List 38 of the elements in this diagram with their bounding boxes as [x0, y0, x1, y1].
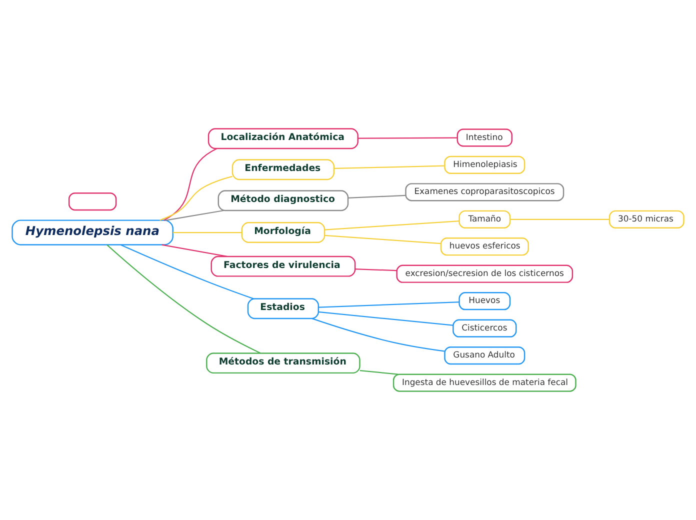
node-box: Factores de virulencia — [210, 256, 356, 277]
connector — [510, 218, 610, 220]
node-box: 30-50 micras — [608, 210, 684, 228]
connector — [173, 232, 242, 234]
node-box: huevos esfericos — [440, 238, 529, 256]
node-box: Localización Anatómica — [208, 128, 358, 150]
connector — [166, 210, 224, 221]
node-box: Ingesta de huevesillos de materia fecal — [392, 374, 576, 392]
node-box: Hymenolepsis nana — [12, 220, 174, 246]
connector — [318, 311, 454, 326]
node-box: Himenolepiasis — [444, 156, 526, 174]
connector — [162, 244, 228, 257]
connector — [312, 318, 444, 352]
connector — [318, 301, 460, 308]
connector — [334, 165, 444, 169]
node-box — [68, 192, 117, 211]
node-box: Cisticercos — [452, 319, 517, 338]
node-box: Huevos — [458, 292, 511, 310]
node-box: Enfermedades — [232, 159, 335, 180]
connector — [358, 137, 458, 139]
connector — [164, 148, 217, 221]
node-box: Tamaño — [458, 210, 511, 228]
node-box: Gusano Adulto — [444, 346, 526, 365]
connector — [324, 234, 441, 244]
node-box: Estadios — [247, 298, 320, 320]
node-box: excresion/secresion de los cisticernos — [396, 264, 574, 283]
node-box: Morfología — [241, 222, 326, 243]
connector — [160, 176, 232, 221]
connector — [120, 244, 254, 300]
node-box: Método diagnostico — [218, 190, 349, 212]
connector — [324, 220, 460, 230]
node-box: Intestino — [456, 128, 512, 147]
connector — [360, 370, 398, 375]
connector — [106, 244, 261, 354]
node-box: Examenes coproparasitoscopicos — [405, 183, 564, 202]
connector — [348, 194, 406, 198]
node-box: Métodos de transmisión — [206, 352, 360, 374]
connector — [355, 268, 397, 272]
